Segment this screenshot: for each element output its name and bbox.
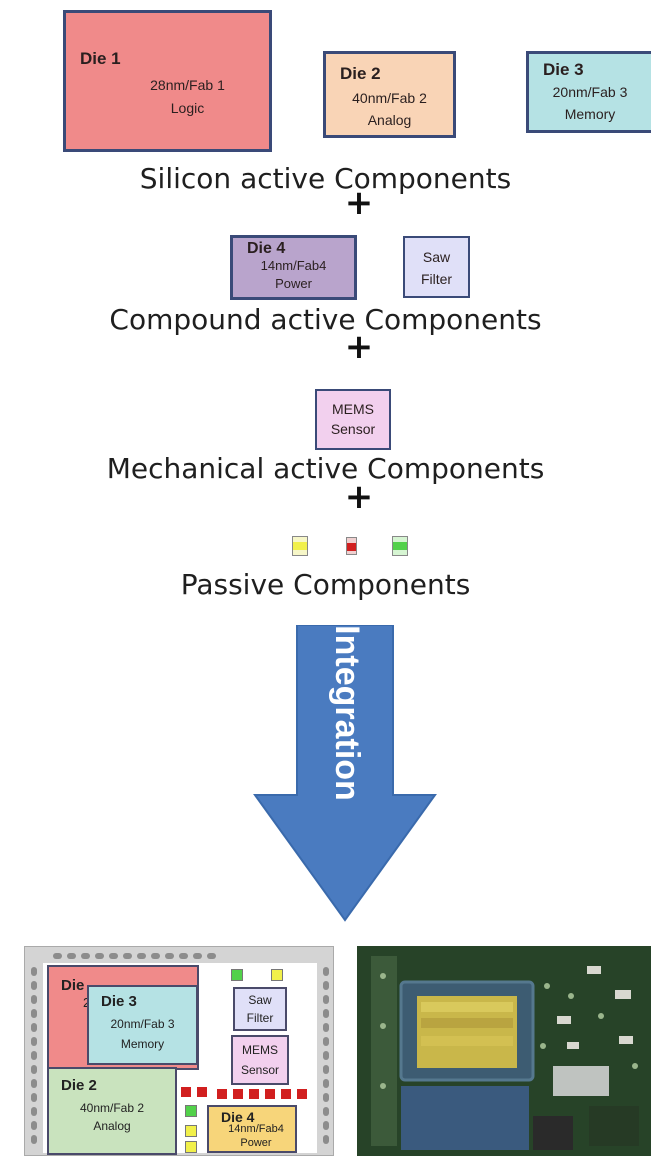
package-mems-line1: MEMS bbox=[242, 1043, 278, 1057]
passive-capacitor-yellow bbox=[292, 536, 308, 556]
die-3-title: Die 3 bbox=[543, 60, 584, 79]
die-3-block: Die 3 20nm/Fab 3 Memory bbox=[526, 51, 651, 133]
silicon-heading: Silicon active Components bbox=[139, 162, 512, 195]
package-die-4-spec: 14nm/Fab4 bbox=[228, 1123, 284, 1135]
package-die-2-title: Die 2 bbox=[61, 1077, 97, 1094]
die-1-block: Die 1 28nm/Fab 1 Logic bbox=[63, 10, 272, 152]
package-mems-line2: Sensor bbox=[240, 1063, 280, 1077]
saw-filter-line2: Filter bbox=[420, 271, 453, 287]
passive-heading: Passive Components bbox=[180, 568, 471, 601]
saw-filter-block: Saw Filter bbox=[403, 236, 470, 298]
die-1-title: Die 1 bbox=[80, 49, 121, 68]
package-pins bbox=[25, 947, 335, 1157]
package-die-4-type: Power bbox=[240, 1137, 272, 1149]
die-4-type: Power bbox=[275, 276, 312, 291]
die-2-block: Die 2 40nm/Fab 2 Analog bbox=[323, 51, 456, 138]
package-die-4-title: Die 4 bbox=[221, 1109, 255, 1125]
die-2-type: Analog bbox=[367, 112, 412, 128]
package-die-1-fragment: 2 bbox=[83, 995, 90, 1010]
passive-resistor-red bbox=[346, 537, 357, 555]
die-1-type: Logic bbox=[170, 100, 205, 116]
package-die-3-type: Memory bbox=[120, 1037, 165, 1051]
die-4-block: Die 4 14nm/Fab4 Power bbox=[230, 235, 357, 300]
package-schematic: Die 2 Die 3 20nm/Fab 3 Memory Die 2 40nm… bbox=[24, 946, 334, 1156]
package-die-4: Die 4 14nm/Fab4 Power bbox=[207, 1105, 297, 1153]
plus-sign-2: + bbox=[344, 327, 374, 367]
package-die-3-title: Die 3 bbox=[101, 993, 137, 1010]
mechanical-heading: Mechanical active Components bbox=[106, 452, 545, 485]
package-die-2: Die 2 40nm/Fab 2 Analog bbox=[47, 1067, 177, 1155]
die-2-title: Die 2 bbox=[340, 64, 381, 83]
compound-heading: Compound active Components bbox=[109, 303, 542, 336]
package-saw-line1: Saw bbox=[248, 993, 272, 1007]
package-die-3: Die 3 20nm/Fab 3 Memory bbox=[87, 985, 198, 1065]
plus-sign-1: + bbox=[344, 183, 374, 223]
module-photo bbox=[357, 946, 651, 1156]
integration-arrow: Integration bbox=[253, 625, 437, 922]
die-1-spec: 28nm/Fab 1 bbox=[150, 77, 225, 93]
package-die-3-spec: 20nm/Fab 3 bbox=[110, 1017, 175, 1031]
package-saw-line2: Filter bbox=[246, 1011, 274, 1025]
passive-capacitor-green bbox=[392, 536, 408, 556]
die-2-spec: 40nm/Fab 2 bbox=[352, 90, 427, 106]
saw-filter-line1: Saw bbox=[422, 249, 451, 265]
package-die-2-spec: 40nm/Fab 2 bbox=[79, 1101, 145, 1115]
die-3-type: Memory bbox=[564, 106, 616, 122]
die-4-spec: 14nm/Fab4 bbox=[260, 258, 327, 273]
integration-label: Integration bbox=[328, 625, 366, 801]
die-3-spec: 20nm/Fab 3 bbox=[552, 84, 628, 100]
package-die-1-title: Die bbox=[61, 977, 85, 994]
package-mems-sensor: MEMS Sensor bbox=[231, 1035, 289, 1085]
package-die-2-type: Analog bbox=[93, 1119, 131, 1133]
mems-sensor-line1: MEMS bbox=[332, 401, 374, 417]
package-saw-filter: Saw Filter bbox=[233, 987, 287, 1031]
plus-sign-3: + bbox=[344, 477, 374, 517]
mems-sensor-line2: Sensor bbox=[330, 421, 376, 437]
package-passives bbox=[25, 947, 335, 1157]
die-4-title: Die 4 bbox=[247, 240, 286, 257]
mems-sensor-block: MEMS Sensor bbox=[315, 389, 391, 450]
